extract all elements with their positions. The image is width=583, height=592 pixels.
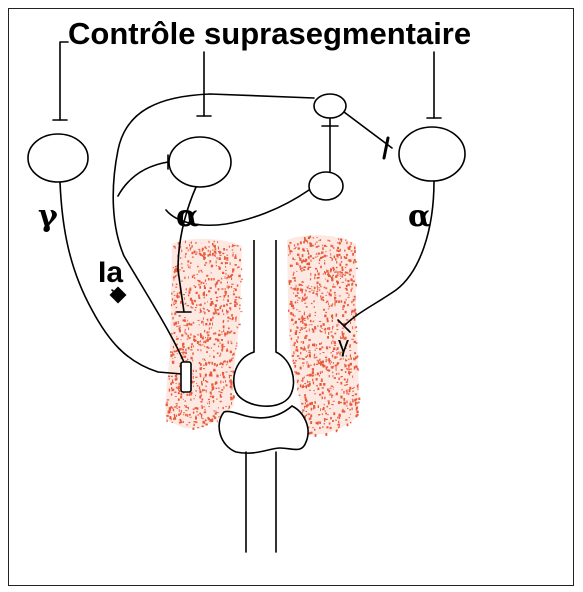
alpha-motoneuron-right-cell xyxy=(399,127,465,181)
descending-input-alpha-left xyxy=(197,52,211,116)
knee-joint xyxy=(219,406,308,453)
spindle-gamma-label: γ xyxy=(338,332,349,357)
inhibitory-to-alpha-right xyxy=(344,112,392,148)
alpha-motoneuron-left-cell xyxy=(169,137,231,187)
alpha-left-label: α xyxy=(176,199,199,234)
tibia-bone xyxy=(246,452,276,552)
gamma-motoneuron-cell xyxy=(28,134,88,182)
muscle-right xyxy=(287,235,360,437)
femur-bone xyxy=(234,240,294,406)
descending-input-gamma xyxy=(53,42,68,120)
descending-input-alpha-right xyxy=(427,52,441,118)
alpha-right-label: α xyxy=(408,199,431,234)
muscle-spindle-left xyxy=(181,362,191,392)
interneuron-middle-cell xyxy=(309,172,343,200)
gamma-label: γ xyxy=(38,199,58,234)
diagram-title: Contrôle suprasegmentaire xyxy=(68,16,471,51)
ia-collateral-alpha xyxy=(118,162,168,196)
ia-afferent-label: Ia xyxy=(98,256,123,289)
interneuron-top-cell xyxy=(314,94,346,118)
ia-terminal-dot xyxy=(110,287,127,304)
muscle-left xyxy=(165,239,243,430)
